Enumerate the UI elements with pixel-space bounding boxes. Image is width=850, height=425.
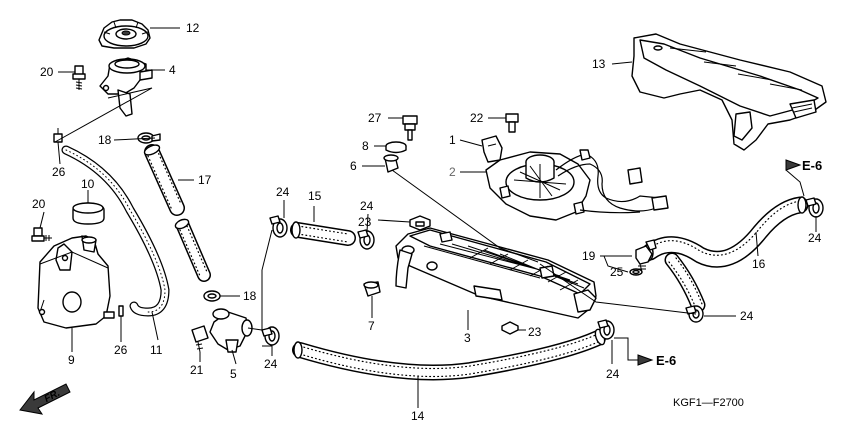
clamp-24-f (805, 197, 824, 218)
callout-27: 27 (368, 111, 382, 125)
rubber-8 (385, 141, 407, 154)
callout-17: 17 (198, 173, 212, 187)
callout-24-right: 24 (740, 309, 754, 323)
fan-motor-2 (485, 151, 591, 221)
callout-10: 10 (81, 177, 95, 191)
radiator-cap-12 (98, 19, 151, 49)
callout-25: 25 (610, 265, 624, 279)
wire-harness (555, 149, 669, 214)
clamp-18-lower (203, 290, 221, 302)
callout-7: 7 (368, 319, 375, 333)
callout-8: 8 (362, 139, 369, 153)
callout-1: 1 (449, 133, 456, 147)
nut-23-lower (501, 321, 519, 335)
callout-6: 6 (350, 159, 357, 173)
callout-20-upper: 20 (40, 65, 54, 79)
bolt-22 (505, 113, 519, 133)
hose-16 (641, 196, 809, 313)
callout-15: 15 (308, 189, 322, 203)
ref-label-e6-lower: E-6 (656, 353, 676, 368)
callout-24-far-right: 24 (808, 231, 822, 245)
o-ring-25 (629, 268, 643, 276)
callout-16: 16 (752, 257, 766, 271)
callout-12: 12 (186, 21, 200, 35)
bolt-27 (402, 115, 418, 141)
clamp-24-c (261, 326, 280, 346)
front-arrow: FR. (19, 383, 71, 415)
callout-4: 4 (169, 63, 176, 77)
clamp-24-a (269, 215, 288, 238)
callout-9: 9 (68, 353, 75, 367)
clip-26-lower (118, 305, 124, 322)
hose-11 (61, 145, 170, 317)
hose-15 (290, 221, 356, 246)
callout-24-middle: 24 (360, 199, 374, 213)
callout-5: 5 (230, 367, 237, 381)
collar-6 (383, 154, 399, 173)
hose-17 (143, 144, 211, 282)
callout-24-left: 24 (276, 185, 290, 199)
bracket-1 (481, 135, 503, 163)
clamp-24-b (357, 229, 375, 250)
clamp-24-d (597, 319, 615, 340)
joint-5 (209, 308, 253, 353)
clip-26-upper (53, 128, 63, 143)
nut-23-upper (409, 215, 431, 231)
ref-label-e6-upper: E-6 (802, 158, 822, 173)
callout-18-upper: 18 (98, 133, 112, 147)
thermo-switch-19 (635, 239, 657, 273)
reference-e6-upper: E-6 (785, 158, 822, 173)
callout-23-lower: 23 (528, 325, 542, 339)
bolt-7 (363, 281, 381, 297)
callout-2: 2 (449, 165, 456, 179)
reserve-tank-9 (37, 235, 115, 329)
reference-e6-lower: E-6 (637, 353, 676, 368)
hose-14 (292, 328, 606, 381)
callout-14: 14 (411, 409, 425, 423)
bolt-21 (191, 325, 209, 353)
callout-20-lower: 20 (32, 197, 46, 211)
screw-20-upper (72, 65, 86, 90)
callout-26-upper: 26 (52, 165, 66, 179)
drawing-code: KGF1—F2700 (673, 397, 744, 409)
callout-13: 13 (592, 57, 606, 71)
callout-24-bottom-left: 24 (264, 357, 278, 371)
callout-26-lower: 26 (114, 343, 128, 357)
radiator-3 (395, 227, 597, 319)
callout-11: 11 (150, 343, 163, 357)
callout-3: 3 (464, 331, 471, 345)
reserve-tank-cap-10 (72, 202, 105, 225)
callout-19: 19 (582, 249, 596, 263)
shroud-13 (631, 33, 827, 151)
leader-lines (39, 27, 817, 408)
callout-23-upper: 23 (358, 215, 372, 229)
callouts: 12 4 20 26 18 17 10 20 9 26 11 18 21 5 2… (32, 21, 822, 423)
callout-22: 22 (470, 111, 484, 125)
filler-neck-4 (99, 57, 153, 117)
screw-20-lower (31, 227, 52, 242)
callout-18-lower: 18 (243, 289, 257, 303)
callout-21: 21 (190, 363, 204, 377)
callout-24-bottom-right: 24 (606, 367, 620, 381)
